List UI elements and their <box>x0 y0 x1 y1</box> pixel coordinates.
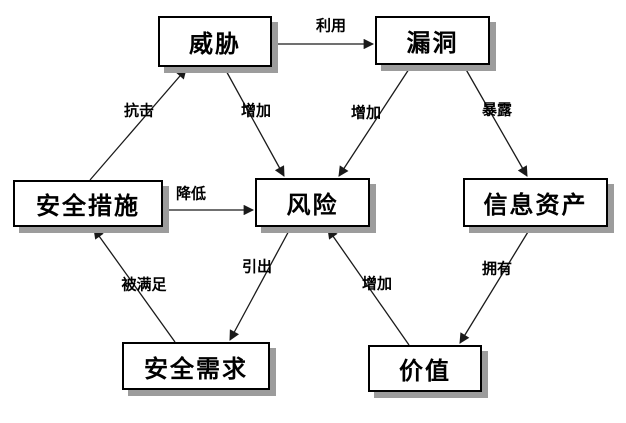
edge-increase-value-line <box>327 228 410 346</box>
edge-satisfied-line <box>93 228 176 343</box>
edge-label-reduce: 降低 <box>175 184 207 203</box>
node-requirement: 安全需求 <box>122 342 270 390</box>
node-value: 价值 <box>368 345 482 392</box>
edge-resist-line <box>89 68 187 181</box>
edge-label-satisfied: 被满足 <box>121 275 167 294</box>
node-asset: 信息资产 <box>463 178 608 227</box>
edge-label-exploit: 利用 <box>315 16 347 35</box>
edge-label-own: 拥有 <box>481 259 513 278</box>
edge-label-increase-vuln: 增加 <box>350 103 382 122</box>
edge-label-resist: 抗击 <box>123 101 155 120</box>
edge-label-derive: 引出 <box>241 257 273 276</box>
edge-label-increase-threat: 增加 <box>240 101 272 120</box>
node-safeguard: 安全措施 <box>13 180 163 227</box>
edge-label-increase-value: 增加 <box>361 274 393 293</box>
node-threat: 威胁 <box>158 16 272 67</box>
edge-increase-threat-line <box>223 66 285 177</box>
edge-own-line <box>459 226 532 344</box>
edge-increase-vuln-line <box>338 65 412 177</box>
edge-label-expose: 暴露 <box>481 100 513 119</box>
edge-expose-line <box>463 65 528 177</box>
edge-derive-line <box>229 226 292 341</box>
node-risk: 风险 <box>255 178 370 227</box>
node-vulnerability: 漏洞 <box>375 16 490 65</box>
